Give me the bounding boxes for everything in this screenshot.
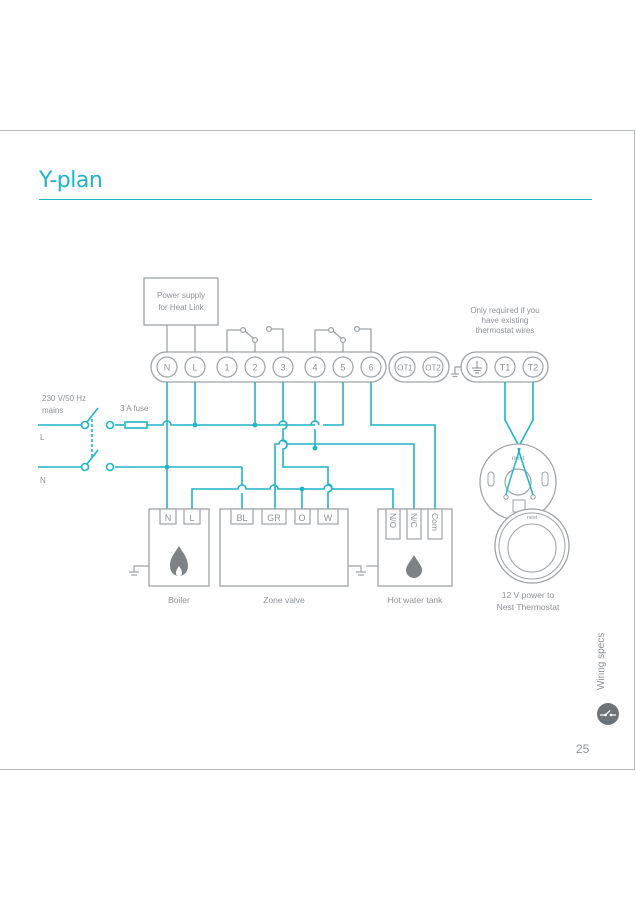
thermostat-terminal-t2 bbox=[522, 356, 544, 378]
boiler-terminal-n: N bbox=[165, 513, 172, 523]
heat-link-terminal-1 bbox=[216, 356, 238, 378]
page-title: Y-plan bbox=[39, 168, 103, 193]
tank-terminal-nc: N/C bbox=[409, 513, 419, 528]
heat-link-terminal-label: 1 bbox=[224, 363, 229, 373]
tank-terminal-no: N/O bbox=[388, 513, 398, 529]
power-supply-label-2: for Heat Link bbox=[158, 303, 204, 312]
flame-icon bbox=[170, 546, 188, 576]
heat-link-terminal-n bbox=[156, 356, 178, 378]
heat-link-terminal-5 bbox=[332, 356, 354, 378]
nest-display-brand: nest bbox=[527, 515, 538, 521]
heat-link-terminal-label: N bbox=[164, 363, 171, 373]
power-supply-box: Power supply for Heat Link bbox=[143, 277, 219, 352]
boiler-terminal-l: L bbox=[189, 513, 194, 523]
zone-valve-ground-icon bbox=[348, 565, 366, 576]
zone-valve-label: Zone valve bbox=[263, 595, 305, 605]
thermostat-terminal-t1 bbox=[494, 356, 516, 378]
nest-caption-1: 12 V power to bbox=[502, 590, 555, 600]
thermostat-terminal-label: T2 bbox=[528, 363, 539, 373]
zone-valve-terminal-w: W bbox=[324, 513, 333, 523]
section-label: Wiring specs bbox=[596, 632, 607, 690]
heat-link-terminal-label: 4 bbox=[312, 363, 317, 373]
boiler-label: Boiler bbox=[168, 595, 190, 605]
mains-label-2: mains bbox=[42, 406, 63, 415]
fuse-label: 3 A fuse bbox=[120, 404, 149, 413]
opentherm-terminal-strip: OT1 OT2 bbox=[388, 351, 450, 383]
opentherm-terminal-ot2 bbox=[422, 356, 444, 378]
nest-thermostat: nest bbox=[494, 508, 570, 584]
zone-valve: BL GR O W Zone valve bbox=[219, 508, 366, 605]
hot-water-tank: N/O N/C Com Hot water tank bbox=[366, 508, 453, 605]
heat-link-terminal-label: 5 bbox=[340, 363, 345, 373]
water-drop-icon bbox=[406, 555, 422, 578]
live-label: L bbox=[40, 433, 45, 442]
nest-base-brand: nest bbox=[512, 455, 524, 462]
nest-base-plate: nest bbox=[479, 443, 557, 521]
wiring-switch-icon bbox=[597, 703, 619, 725]
thermostat-note-1: Only required if you bbox=[470, 306, 539, 315]
junction-dots bbox=[164, 422, 318, 492]
page-number: 25 bbox=[576, 742, 590, 756]
ground-icon bbox=[472, 361, 482, 374]
heat-link-terminal-4 bbox=[304, 356, 326, 378]
heat-link-terminal-label: 3 bbox=[280, 363, 285, 373]
heat-link-terminal-label: 6 bbox=[368, 363, 373, 373]
thermostat-note-3: thermostat wires bbox=[476, 326, 535, 335]
opentherm-terminal-label: OT1 bbox=[397, 364, 413, 373]
opentherm-terminal-ot1 bbox=[394, 356, 416, 378]
neutral-label: N bbox=[40, 476, 46, 485]
boiler: N L Boiler bbox=[129, 508, 210, 605]
opentherm-terminal-label: OT2 bbox=[425, 364, 441, 373]
heat-link-terminal-l bbox=[184, 356, 206, 378]
nest-caption-2: Nest Thermostat bbox=[497, 602, 560, 612]
mains-isolator-switch bbox=[80, 420, 115, 472]
tank-label: Hot water tank bbox=[388, 595, 444, 605]
mains-label-1: 230 V/50 Hz bbox=[42, 394, 86, 403]
zone-valve-terminal-gr: GR bbox=[267, 513, 281, 523]
zone-valve-terminal-o: O bbox=[298, 513, 305, 523]
zone-valve-terminal-bl: BL bbox=[236, 513, 247, 523]
heat-link-terminal-6 bbox=[360, 356, 382, 378]
boiler-ground-icon bbox=[129, 565, 149, 576]
strip-ground-link bbox=[451, 366, 461, 378]
power-supply-label-1: Power supply bbox=[157, 291, 205, 300]
title-rule bbox=[39, 199, 592, 200]
heat-link-terminal-label: L bbox=[192, 363, 197, 373]
relay-switch-1-2-3 bbox=[226, 325, 284, 352]
thermostat-terminal-label: T1 bbox=[500, 363, 511, 373]
heat-link-terminal-3 bbox=[272, 356, 294, 378]
heat-link-terminal-2 bbox=[244, 356, 266, 378]
heat-link-terminal-label: 2 bbox=[252, 363, 257, 373]
thermostat-terminal-strip: T1 T2 bbox=[460, 351, 549, 383]
thermostat-note-2: have existing bbox=[482, 316, 529, 325]
tank-terminal-com: Com bbox=[430, 513, 440, 531]
wiring bbox=[38, 382, 534, 509]
heat-link-terminal-strip: N L 1 2 3 4 5 6 bbox=[150, 351, 387, 383]
relay-switch-4-5-6 bbox=[314, 325, 372, 352]
